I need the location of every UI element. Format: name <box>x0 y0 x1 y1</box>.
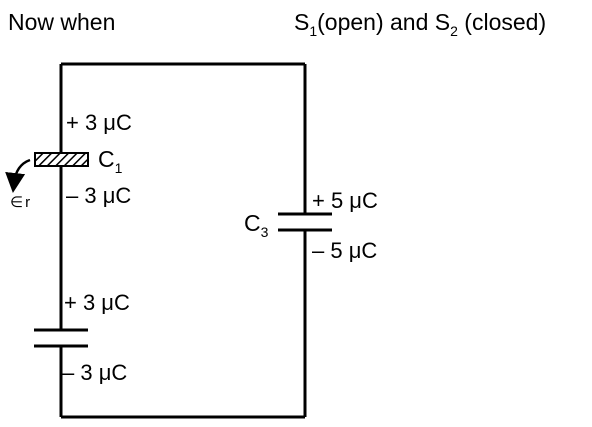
s2-closed-text: (closed) <box>458 9 546 35</box>
c1-bottom-charge: – 3 μC <box>66 183 131 208</box>
capacitor-c2: + 3 μC – 3 μC <box>34 290 130 385</box>
c1-top-charge: + 3 μC <box>66 110 132 135</box>
c1-dielectric-slab <box>34 152 89 167</box>
c3-top-charge: + 5 μC <box>312 188 378 213</box>
circuit-wires <box>59 62 307 419</box>
s1-symbol: S <box>294 9 309 35</box>
s2-subscript: 2 <box>450 23 458 39</box>
dielectric-constant-label: ∈r <box>10 194 30 211</box>
capacitor-c3: C3 + 5 μC – 5 μC <box>244 188 378 263</box>
c2-top-charge: + 3 μC <box>64 290 130 315</box>
c2-bottom-charge: – 3 μC <box>62 360 127 385</box>
s1-open-text: (open) and S <box>317 9 450 35</box>
c3-label: C3 <box>244 210 269 240</box>
header-switch-state-text: S1(open) and S2 (closed) <box>294 9 546 39</box>
s1-subscript: 1 <box>309 23 317 39</box>
header-left-text: Now when <box>8 9 115 35</box>
c3-bottom-charge: – 5 μC <box>312 238 377 263</box>
c1-label: C1 <box>98 146 123 176</box>
dielectric-removal-arrow-icon <box>5 158 31 193</box>
capacitor-c1: C1 + 3 μC – 3 μC ∈r <box>5 110 132 211</box>
